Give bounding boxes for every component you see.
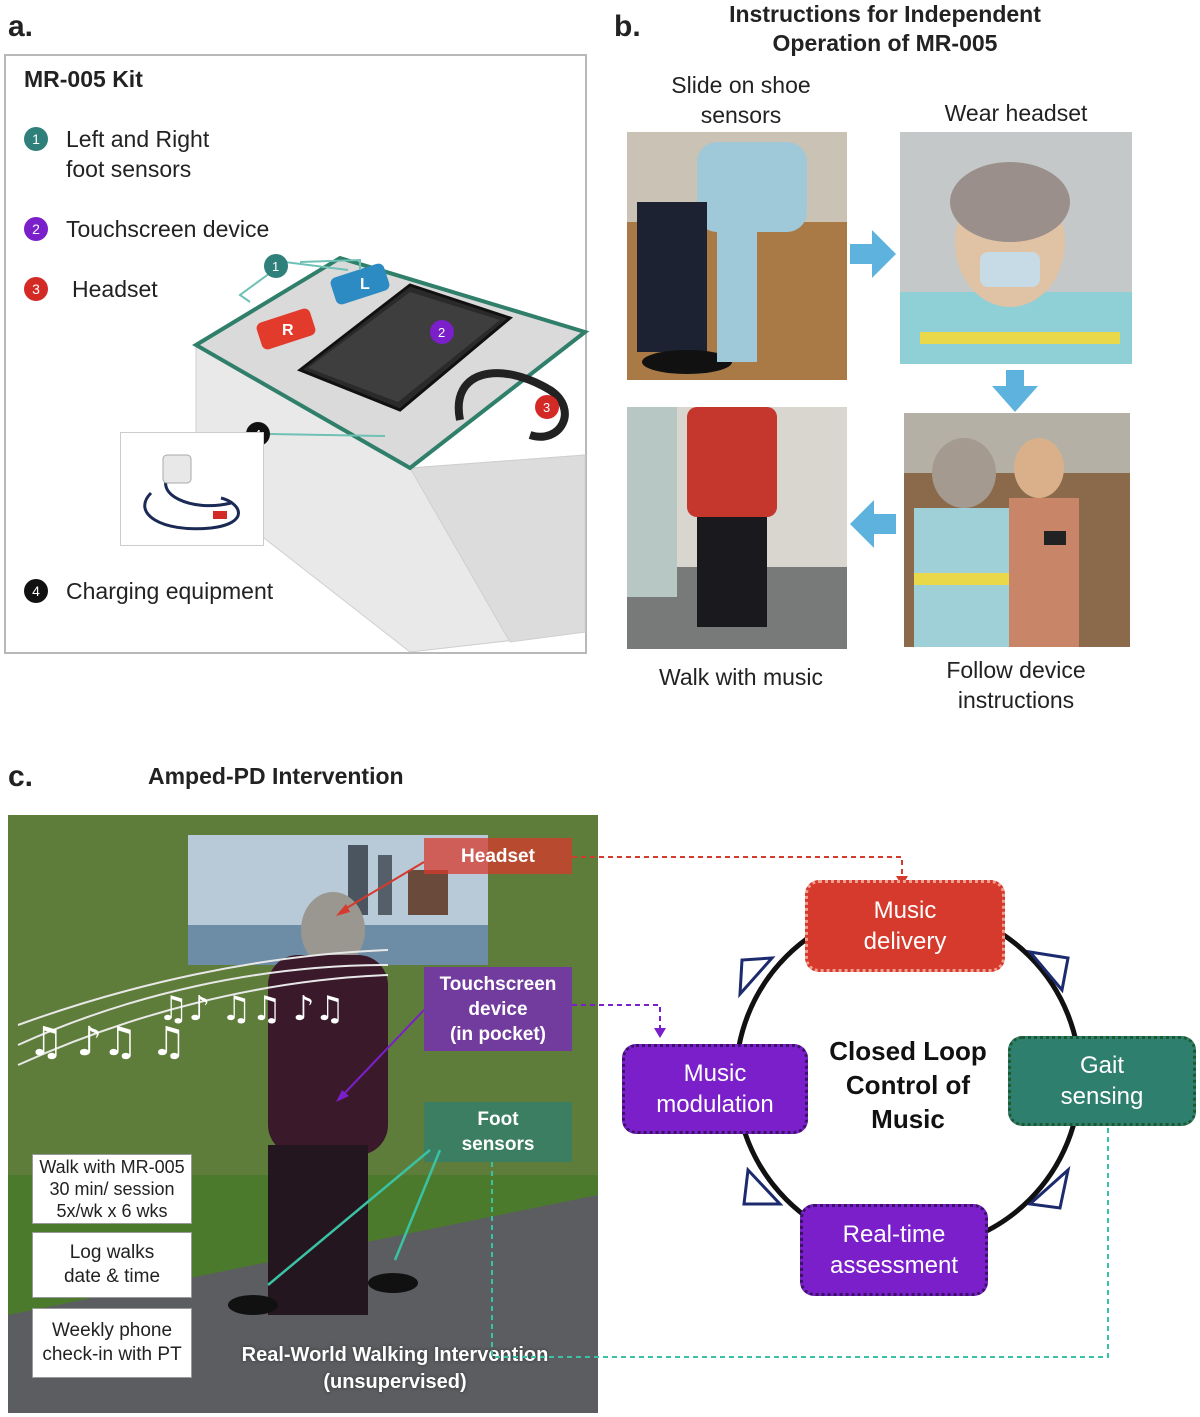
photo-wear-headset [900,132,1132,364]
svg-text:2: 2 [438,325,445,340]
svg-text:♫ ♪♫ ♫: ♫ ♪♫ ♫ [28,1019,187,1065]
left-sensor-letter: L [360,276,370,293]
panel-b-letter: b. [614,10,641,43]
legend-label-2: Touchscreen device [66,216,270,242]
legend-item-touchscreen: 2 Touchscreen device [24,214,269,244]
panel-c-title: Amped-PD Intervention [148,763,404,789]
badge-2-marker [430,320,454,344]
arrow-right-1 [850,230,896,278]
legend-badge-4: 4 [24,579,48,603]
arrow-down [992,370,1038,412]
right-sensor-shape [256,308,316,350]
loop-arrow-1 [1026,949,1070,994]
foot-pointer-line-1 [267,1149,431,1286]
touchscreen-connector [572,1004,661,1030]
info-box-phone-checkin: Weekly phone check-in with PT [32,1308,192,1378]
node-music-modulation: Music modulation [622,1044,808,1134]
node-gait-sensing: Gait sensing [1008,1036,1196,1126]
loop-arrow-2 [1026,1165,1071,1210]
step-label-headset: Wear headset [944,100,1088,126]
photo-walk-with-music [627,407,847,649]
node-music-delivery: Music delivery [805,880,1005,972]
badge-1-marker [264,254,288,278]
info-box-log-walks: Log walks date & time [32,1232,192,1298]
charging-equipment-inset [120,432,264,546]
loop-arrow-3 [742,1166,784,1206]
svg-text:♫♪ ♫♫ ♪♫: ♫♪ ♫♫ ♪♫ [158,989,345,1029]
loop-center-label: Closed Loop Control of Music [829,1036,987,1134]
step-label-follow-device: Follow device instructions [946,657,1086,713]
panel-c-letter: c. [8,760,34,793]
box-side-right [409,454,586,643]
panel-b-title: Instructions for Independent Operation o… [729,1,1041,56]
callout-foot-sensors: Foot sensors [424,1102,572,1162]
legend-badge-1: 1 [24,127,48,151]
loop-arrow-4 [738,956,776,999]
headset-pointer-line [339,861,425,913]
headset-shape [454,369,569,441]
foot-pointer-line-2 [393,1149,442,1261]
step-label-shoe-sensors: Slide on shoe sensors [671,72,811,128]
photo-shoe-sensors [627,132,847,380]
callout-headset: Headset [424,838,572,874]
legend-label-3: Headset [72,276,158,302]
legend-item-charging: 4 Charging equipment [24,576,273,606]
node-realtime-assessment: Real-time assessment [800,1204,988,1296]
kit-box-illustration: R L 1 2 3 4 [192,254,590,652]
kit-title: MR-005 Kit [24,66,143,92]
step-label-walk-music: Walk with music [659,664,823,690]
legend-item-headset: 3 Headset [24,274,158,304]
headset-connector [572,856,903,878]
svg-text:1: 1 [272,259,279,274]
foot-sensor-connector [491,1120,1109,1358]
info-box-session-plan: Walk with MR-005 30 min/ session 5x/wk x… [32,1154,192,1224]
legend-label-4: Charging equipment [66,578,274,604]
right-sensor-letter: R [282,322,294,339]
legend-item-foot-sensors: 1 Left and Right foot sensors [24,124,209,184]
callout-touchscreen: Touchscreen device (in pocket) [424,967,572,1051]
photo-follow-instructions [904,413,1130,647]
left-sensor-shape [330,263,390,305]
photo-caption: Real-World Walking Intervention (unsuper… [241,1344,549,1393]
legend-label-1: Left and Right foot sensors [66,126,210,182]
badge-3-marker [535,395,559,419]
arrow-left [850,500,896,548]
touchscreen-pointer-line [339,1009,425,1099]
legend-badge-2: 2 [24,217,48,241]
svg-text:3: 3 [543,400,550,415]
legend-badge-3: 3 [24,277,48,301]
panel-a-letter: a. [8,10,34,43]
